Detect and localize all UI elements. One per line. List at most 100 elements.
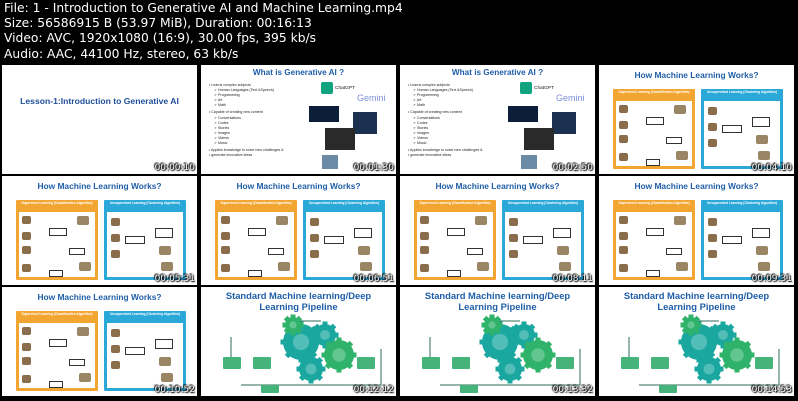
animal-image xyxy=(22,232,31,240)
panel-content xyxy=(704,101,780,166)
panel-heading: Supervised Learning (Classification Algo… xyxy=(618,90,690,94)
supervised-learning-panel: Supervised Learning (Classification Algo… xyxy=(16,200,98,280)
video-thumbnail[interactable]: How Machine Learning Works?Supervised Le… xyxy=(2,287,197,396)
animal-image xyxy=(619,135,628,143)
video-thumbnail[interactable]: What is Generative AI ?• Learns complex … xyxy=(400,65,595,174)
animal-image xyxy=(22,264,31,272)
animal-image xyxy=(221,264,230,272)
supervised-learning-panel: Supervised Learning (Classification Algo… xyxy=(613,89,695,169)
flow-arrow xyxy=(241,349,382,386)
bullet-item: • Applies knowledge to solve new challen… xyxy=(209,148,284,153)
model-box xyxy=(69,248,85,255)
video-thumbnail[interactable]: Lesson-1:Introduction to Generative AI 00… xyxy=(2,65,197,174)
unsupervised-learning-panel: Unsupervised Learning (Clustering Algori… xyxy=(104,311,186,391)
bullet-item: ➢ Math xyxy=(214,103,226,108)
flow-arrow xyxy=(440,349,581,386)
gear-icon xyxy=(299,357,323,381)
video-thumbnail[interactable]: What is Generative AI ?• Learns complex … xyxy=(201,65,396,174)
panel-content xyxy=(107,212,183,277)
video-thumbnail[interactable]: How Machine Learning Works?Supervised Le… xyxy=(599,176,794,285)
thumbnail-timestamp: 00:12:12 xyxy=(353,385,394,395)
pipeline-stage-box xyxy=(422,357,440,369)
pipeline-stage-box xyxy=(556,357,574,369)
slide-title-line: Standard Machine learning/Deep xyxy=(424,290,571,301)
result-image xyxy=(77,216,89,225)
bullet-item: • Learns complex subjects xyxy=(209,83,251,87)
gear-hub xyxy=(519,330,529,340)
pipeline-stage-box xyxy=(755,357,773,369)
model-box xyxy=(646,270,660,277)
result-image xyxy=(161,373,173,382)
video-thumbnail[interactable]: How Machine Learning Works?Supervised Le… xyxy=(400,176,595,285)
result-image xyxy=(358,246,370,255)
result-image xyxy=(161,262,173,271)
slide-title: How Machine Learning Works? xyxy=(37,181,162,191)
animal-image xyxy=(619,246,628,254)
gear-hub xyxy=(491,333,509,351)
supervised-learning-panel: Supervised Learning (Classification Algo… xyxy=(215,200,297,280)
animal-image xyxy=(420,264,429,272)
gear-icon xyxy=(498,357,522,381)
result-image xyxy=(79,262,91,271)
slide-title: What is Generative AI ? xyxy=(451,68,544,77)
slide-title: How Machine Learning Works? xyxy=(634,70,759,80)
thumbnail-timestamp: 00:08:11 xyxy=(552,274,593,284)
supervised-learning-panel: Supervised Learning (Classification Algo… xyxy=(16,311,98,391)
animal-image xyxy=(619,121,628,129)
pipeline-stage-box xyxy=(223,357,241,369)
animal-image xyxy=(22,375,31,383)
unsupervised-learning-panel: Unsupervised Learning (Clustering Algori… xyxy=(502,200,584,280)
panel-content xyxy=(19,323,95,388)
animal-image xyxy=(509,250,518,258)
lesson-title-text: Lesson-1:Introduction to Generative AI xyxy=(20,96,179,106)
animal-image xyxy=(310,234,319,242)
gemini-logo: Gemini xyxy=(357,93,386,103)
gear-hub xyxy=(320,330,330,340)
result-image xyxy=(477,262,489,271)
gear-icon xyxy=(697,357,721,381)
chatgpt-logo: ChatGPT xyxy=(520,82,554,94)
gear-icon xyxy=(722,340,752,370)
pipeline-stage-box xyxy=(460,385,478,393)
animal-image xyxy=(420,232,429,240)
model-box xyxy=(324,236,344,244)
gear-icon xyxy=(285,317,301,333)
model-box xyxy=(69,359,85,366)
animal-image xyxy=(619,216,628,224)
animal-image xyxy=(221,216,230,224)
thumbnail-timestamp: 00:00:10 xyxy=(154,163,195,173)
audio-info-line: Audio: AAC, 44100 Hz, stereo, 63 kb/s xyxy=(4,46,239,61)
result-image xyxy=(756,246,768,255)
result-image xyxy=(159,357,171,366)
bullet-item: ➢ Videos xyxy=(214,135,229,140)
video-thumbnail[interactable]: How Machine Learning Works?Supervised Le… xyxy=(201,176,396,285)
gear-icon xyxy=(523,340,553,370)
animal-image xyxy=(708,107,717,115)
pipeline-diagram xyxy=(621,314,780,393)
gear-hub xyxy=(703,363,715,375)
animal-image xyxy=(310,218,319,226)
gear-icon xyxy=(712,324,734,346)
panel-heading: Unsupervised Learning (Clustering Algori… xyxy=(706,201,777,205)
model-box xyxy=(248,270,262,277)
animal-image xyxy=(22,327,31,335)
bullet-item: ➢ Stories xyxy=(214,125,230,130)
thumbnail-timestamp: 00:06:51 xyxy=(353,274,394,284)
bullet-item: ➢ Math xyxy=(413,103,425,108)
bullet-item: ➢ Human Languages (Text &Speech) xyxy=(413,88,473,93)
model-box xyxy=(666,137,682,144)
bullet-item: ➢ Art xyxy=(214,98,223,103)
result-image xyxy=(276,216,288,225)
gear-icon xyxy=(324,340,354,370)
result-image xyxy=(79,373,91,382)
animal-image xyxy=(111,234,120,242)
video-thumbnail[interactable]: How Machine Learning Works? Supervised Le… xyxy=(599,65,794,174)
result-image xyxy=(77,327,89,336)
bullet-item: ➢ Programming xyxy=(413,93,439,98)
animal-image xyxy=(619,105,628,113)
video-thumbnail[interactable]: How Machine Learning Works? Supervised Le… xyxy=(2,176,197,285)
unsupervised-learning-panel: Unsupervised Learning (Clustering Algori… xyxy=(104,200,186,280)
